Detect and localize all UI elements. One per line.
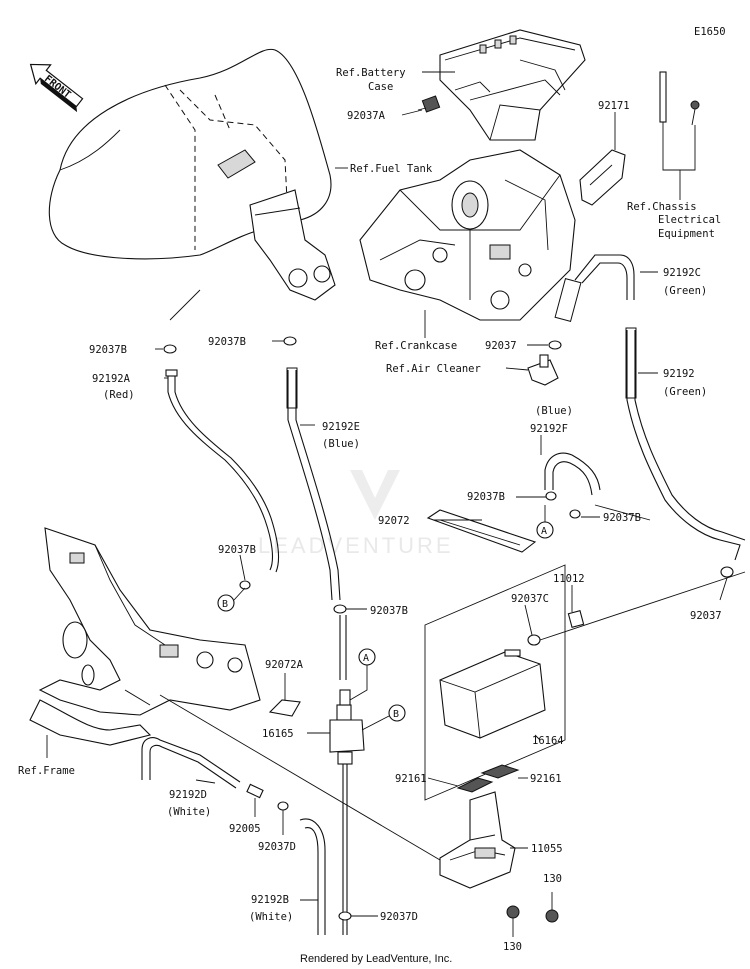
label-130-2: 130 [503, 941, 522, 953]
label-92161-1: 92161 [395, 773, 427, 785]
label-blue-1: (Blue) [322, 438, 360, 450]
front-arrow-icon: FRONT [29, 63, 84, 113]
pads-92161 [456, 764, 520, 793]
footer-credit: Rendered by LeadVenture, Inc. [300, 953, 452, 965]
bolt-130 [506, 905, 559, 923]
callout-B-left: B [217, 587, 246, 612]
callout-B-filter: B [361, 704, 406, 731]
label-92037-mid: 92037 [485, 340, 517, 352]
hose-92192D [141, 737, 241, 783]
label-ref-battery-2: Case [368, 81, 393, 93]
fuel-tank [48, 48, 336, 301]
chassis-electrical-hose [659, 71, 700, 130]
label-11012: 11012 [553, 573, 585, 585]
hose-92192-green [626, 330, 741, 561]
label-92037A: 92037A [347, 110, 386, 122]
label-92192-green: 92192 [663, 368, 695, 380]
strap-92072 [426, 509, 537, 553]
labels: Ref.Battery Case 92037A 92171 Ref.Fuel T… [18, 67, 722, 953]
label-92037B-3: 92037B [467, 491, 505, 503]
label-92192F: 92192F [530, 423, 568, 435]
clamp-icons [163, 336, 734, 921]
hose-92192B [299, 818, 326, 935]
label-92072A: 92072A [265, 659, 304, 671]
label-blue-2: (Blue) [535, 405, 573, 417]
label-ref-air-cleaner: Ref.Air Cleaner [386, 363, 481, 375]
callout-A-filter: A [349, 648, 376, 701]
callout-B-filter-text: B [393, 709, 399, 720]
frame [29, 527, 261, 746]
label-92192C: 92192C [663, 267, 701, 279]
diagram-code: E1650 [694, 26, 726, 38]
hose-92192C [574, 254, 635, 300]
watermark: LEADVENTURE [258, 470, 454, 558]
label-11055: 11055 [531, 843, 563, 855]
label-92171: 92171 [598, 100, 630, 112]
label-red: (Red) [103, 389, 135, 401]
fitting-92005 [246, 783, 264, 799]
box-16164 [424, 564, 566, 801]
battery-case [439, 29, 586, 141]
label-ref-chassis-2: Electrical [658, 214, 721, 226]
crankcase [359, 149, 576, 321]
label-16165: 16165 [262, 728, 294, 740]
cap-11012 [567, 610, 585, 628]
bolt-92037A [417, 95, 441, 113]
air-cleaner-fitting [527, 354, 559, 386]
label-white-2: (White) [249, 911, 293, 923]
label-ref-frame: Ref.Frame [18, 765, 75, 777]
fuel-filter-16165 [329, 689, 365, 765]
label-92037-right: 92037 [690, 610, 722, 622]
label-92037D-2: 92037D [380, 911, 418, 923]
label-92037B-4: 92037B [603, 512, 641, 524]
callout-A-top: A [536, 505, 554, 539]
label-92192B: 92192B [251, 894, 289, 906]
bracket-11055 [439, 791, 516, 889]
label-92192E: 92192E [322, 421, 360, 433]
label-92005: 92005 [229, 823, 261, 835]
label-92037C: 92037C [511, 593, 549, 605]
hose-92192A [167, 372, 274, 571]
label-92072: 92072 [378, 515, 410, 527]
label-92037B-2: 92037B [208, 336, 246, 348]
label-92037B-1: 92037B [89, 344, 127, 356]
label-ref-fuel-tank: Ref.Fuel Tank [350, 163, 433, 175]
label-ref-battery-1: Ref.Battery [336, 67, 406, 79]
strap-92072A [268, 699, 301, 717]
label-92192D: 92192D [169, 789, 207, 801]
label-green-1: (Green) [663, 285, 707, 297]
label-92037D-1: 92037D [258, 841, 296, 853]
callout-B-left-text: B [222, 599, 228, 610]
label-92161-2: 92161 [530, 773, 562, 785]
leader-lines [46, 71, 728, 937]
bracket-92171 [579, 149, 626, 206]
label-green-2: (Green) [663, 386, 707, 398]
label-white-1: (White) [167, 806, 211, 818]
label-130-1: 130 [543, 873, 562, 885]
callout-A-filter-text: A [363, 653, 369, 664]
label-ref-chassis-3: Equipment [658, 228, 715, 240]
label-ref-chassis-1: Ref.Chassis [627, 201, 697, 213]
hose-92192E [287, 370, 333, 601]
callout-A-top-text: A [541, 526, 547, 537]
label-92192A: 92192A [92, 373, 131, 385]
label-92037B-6: 92037B [370, 605, 408, 617]
label-92037B-5: 92037B [218, 544, 256, 556]
canister-16164 [439, 649, 546, 739]
label-ref-crankcase: Ref.Crankcase [375, 340, 457, 352]
hose-92192F [544, 452, 601, 491]
label-16164: 16164 [532, 735, 564, 747]
watermark-text: LEADVENTURE [258, 533, 454, 558]
